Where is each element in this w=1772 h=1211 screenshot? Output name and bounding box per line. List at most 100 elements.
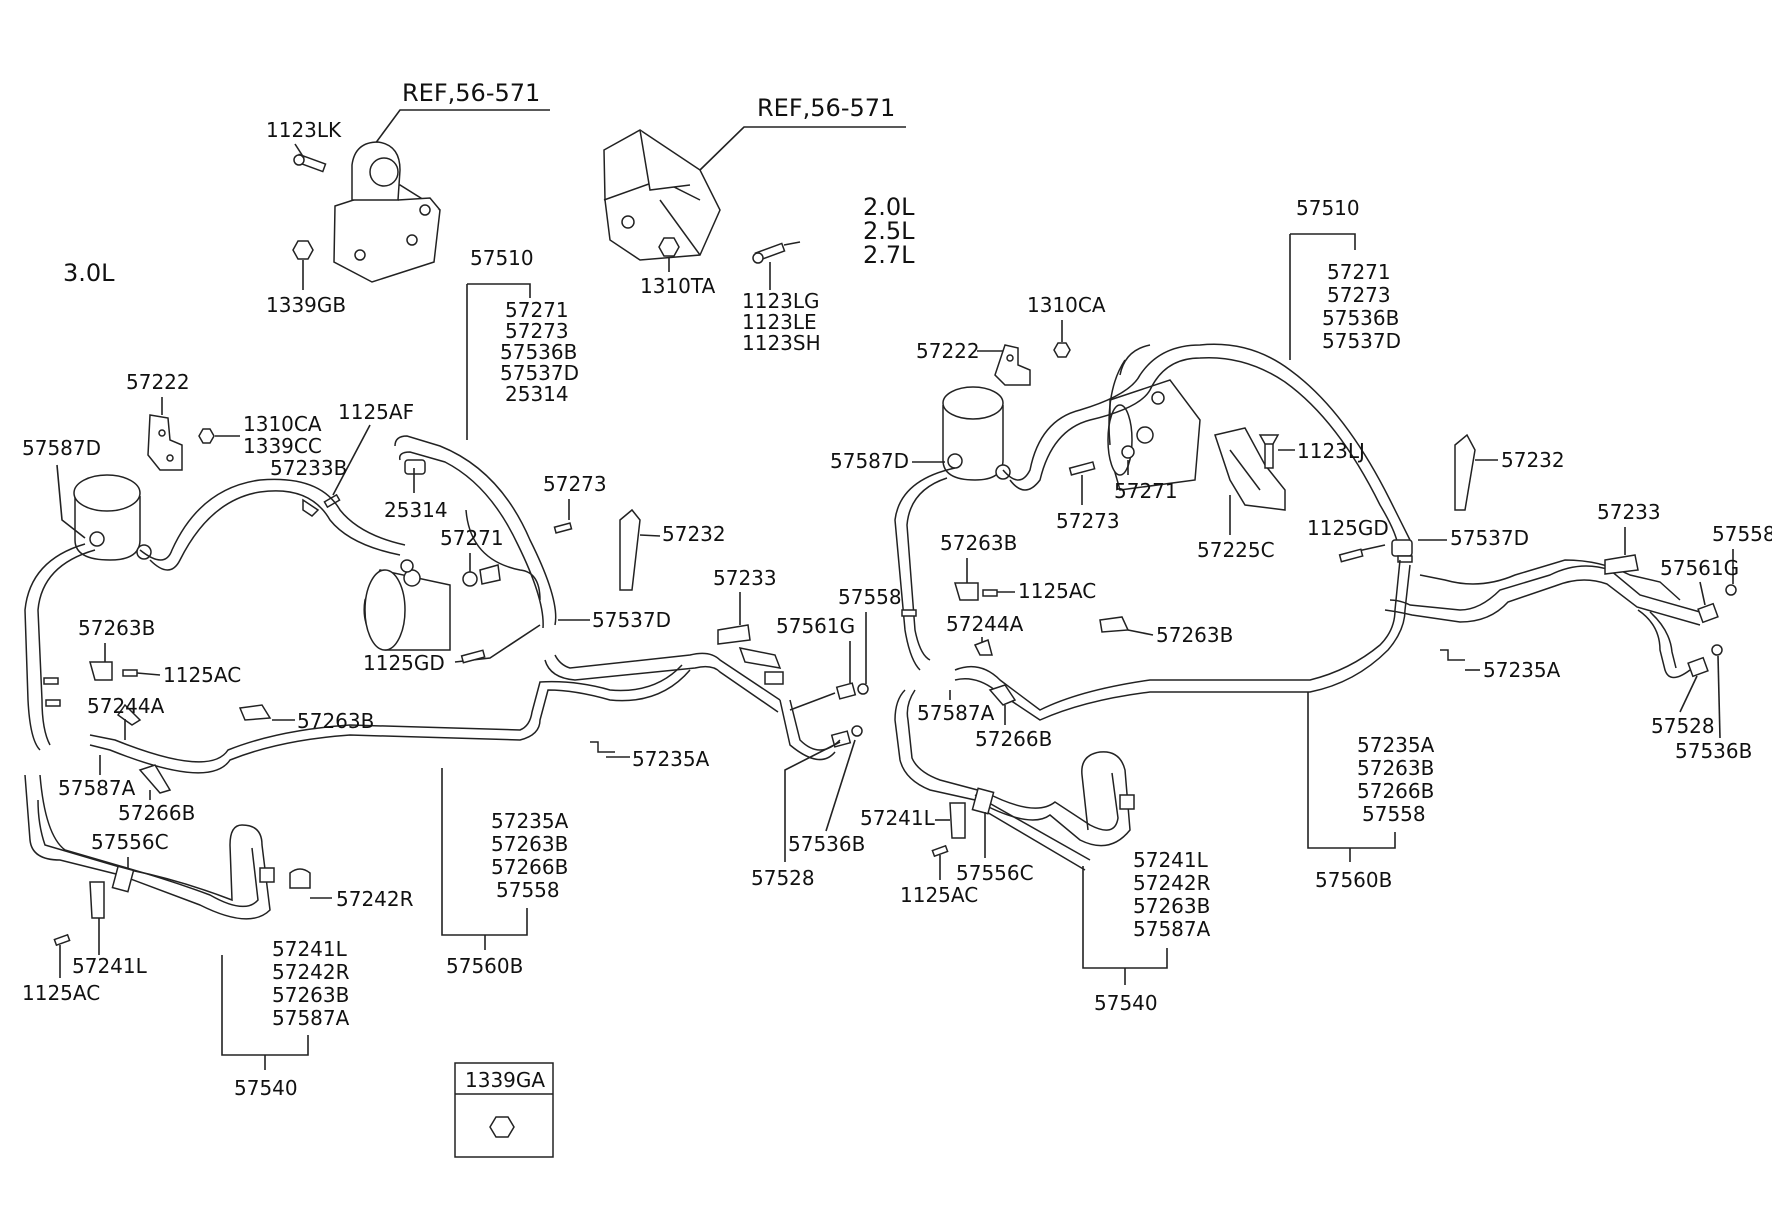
nut-1310ta xyxy=(658,237,680,257)
part-number-label: 57273 xyxy=(505,319,569,343)
part-number-label: 57263B xyxy=(1133,894,1210,918)
part-number-label: 57263B xyxy=(1357,756,1434,780)
label-1123le: 1123LE xyxy=(742,310,817,334)
bracket-57222-left xyxy=(147,414,183,471)
label-1310ca-right: 1310CA xyxy=(1027,293,1106,317)
label-57271-left: 57271 xyxy=(440,526,504,550)
inset-1339ga-label: 1339GA xyxy=(465,1068,545,1092)
label-57537d-left: 57537D xyxy=(592,608,671,632)
part-number-label: 57537D xyxy=(1322,329,1401,353)
label-57587a-left: 57587A xyxy=(58,776,136,800)
label-57561g-right: 57561G xyxy=(1660,556,1739,580)
label-57510-left: 57510 xyxy=(470,246,534,270)
label-57232-left: 57232 xyxy=(662,522,726,546)
engine-label-2-0l: 2.0L xyxy=(863,193,915,221)
pump-left xyxy=(363,569,451,651)
label-57560b-right: 57560B xyxy=(1315,868,1392,892)
part-number-label: 57263B xyxy=(272,983,349,1007)
label-1125ac-left-b: 1125AC xyxy=(22,981,100,1005)
part-number-label: 57536B xyxy=(1322,306,1399,330)
label-1123lj: 1123LJ xyxy=(1297,439,1365,463)
nut-1310ca-left xyxy=(198,428,215,444)
ref-label-left: REF,56-571 xyxy=(402,79,540,107)
label-1125gd-left: 1125GD xyxy=(363,651,445,675)
label-57222-right: 57222 xyxy=(916,339,980,363)
label-57244a-left: 57244A xyxy=(87,694,165,718)
part-number-label: 57587A xyxy=(272,1006,350,1030)
group-57560b-right: 57235A 57263B 57266B 57558 xyxy=(1357,733,1435,826)
label-1125ac-right-a: 1125AC xyxy=(1018,579,1096,603)
part-number-label: 57242R xyxy=(272,960,350,984)
reservoir-left xyxy=(73,474,152,561)
label-57263b-left-a: 57263B xyxy=(78,616,155,640)
label-57558-right: 57558 xyxy=(1712,522,1772,546)
label-57233-right: 57233 xyxy=(1597,500,1661,524)
pump-right xyxy=(1107,379,1201,491)
label-57273-left: 57273 xyxy=(543,472,607,496)
part-number-label: 57273 xyxy=(1327,283,1391,307)
clip-57242r-left xyxy=(289,868,311,889)
part-number-label: 57241L xyxy=(272,937,348,961)
bracket-57222-right xyxy=(994,344,1031,386)
group-57510-right: 57271 57273 57536B 57537D xyxy=(1322,260,1401,353)
part-number-label: 57271 xyxy=(1327,260,1391,284)
reservoir-right xyxy=(942,386,1011,481)
bolt-1123lg xyxy=(752,242,786,264)
label-57540-right: 57540 xyxy=(1094,991,1158,1015)
part-number-label: 57536B xyxy=(500,340,577,364)
label-57556c-right: 57556C xyxy=(956,861,1034,885)
ref-leader-mid xyxy=(699,126,906,171)
label-1339gb: 1339GB xyxy=(266,293,346,317)
label-57233b: 57233B xyxy=(270,456,347,480)
pump-bracket-left xyxy=(333,141,441,283)
label-57232-right: 57232 xyxy=(1501,448,1565,472)
label-57263b-right-b: 57263B xyxy=(1156,623,1233,647)
label-1125ac-right-b: 1125AC xyxy=(900,883,978,907)
group-57510-left: 57271 57273 57536B 57537D 25314 xyxy=(500,298,579,406)
ref-label-mid: REF,56-571 xyxy=(757,94,895,122)
part-number-label: 57242R xyxy=(1133,871,1211,895)
label-57561g-left: 57561G xyxy=(776,614,855,638)
clip-57241l-left xyxy=(89,881,105,919)
label-57587a-right: 57587A xyxy=(917,701,995,725)
label-57263b-left-b: 57263B xyxy=(297,709,374,733)
nut-1310ca-right xyxy=(1053,342,1071,358)
label-57233-left: 57233 xyxy=(713,566,777,590)
group-57540-right: 57241L 57242R 57263B 57587A xyxy=(1133,848,1211,941)
label-1310ca-left: 1310CA xyxy=(243,412,322,436)
part-number-label: 57266B xyxy=(491,855,568,879)
engine-label-3-0l: 3.0L xyxy=(63,259,115,287)
clip-57263b-left-a xyxy=(89,661,113,681)
label-57235a-right: 57235A xyxy=(1483,658,1561,682)
part-number-label: 57263B xyxy=(491,832,568,856)
label-57242r-left: 57242R xyxy=(336,887,414,911)
bracket-57232-left xyxy=(619,508,641,591)
engine-label-2-7l: 2.7L xyxy=(863,241,915,269)
label-57241l-left: 57241L xyxy=(72,954,148,978)
label-57528-right: 57528 xyxy=(1651,714,1715,738)
label-57266b-left: 57266B xyxy=(118,801,195,825)
bracket-57510-left xyxy=(466,283,531,440)
label-1339cc-left: 1339CC xyxy=(243,434,322,458)
engine-label-2-5l: 2.5L xyxy=(863,217,915,245)
clip-57241l-right xyxy=(949,802,966,839)
label-57587d-left: 57587D xyxy=(22,436,101,460)
label-57560b-left: 57560B xyxy=(446,954,523,978)
engine-label-group-right: 2.0L 2.5L 2.7L xyxy=(863,193,915,269)
label-57540-left: 57540 xyxy=(234,1076,298,1100)
group-57540-left: 57241L 57242R 57263B 57587A xyxy=(272,937,350,1030)
part-number-label: 57537D xyxy=(500,361,579,385)
pump-bracket-mid xyxy=(603,129,721,261)
label-57558-left: 57558 xyxy=(838,585,902,609)
label-57587d-right: 57587D xyxy=(830,449,909,473)
label-1125af: 1125AF xyxy=(338,400,414,424)
part-number-label: 57558 xyxy=(496,878,560,902)
label-57536b-right: 57536B xyxy=(1675,739,1752,763)
part-number-label: 57235A xyxy=(1357,733,1435,757)
label-57536b-left: 57536B xyxy=(788,832,865,856)
label-57273-right: 57273 xyxy=(1056,509,1120,533)
bracket-57510-right xyxy=(1289,233,1356,360)
label-57556c-left: 57556C xyxy=(91,830,169,854)
part-number-label: 57558 xyxy=(1362,802,1426,826)
